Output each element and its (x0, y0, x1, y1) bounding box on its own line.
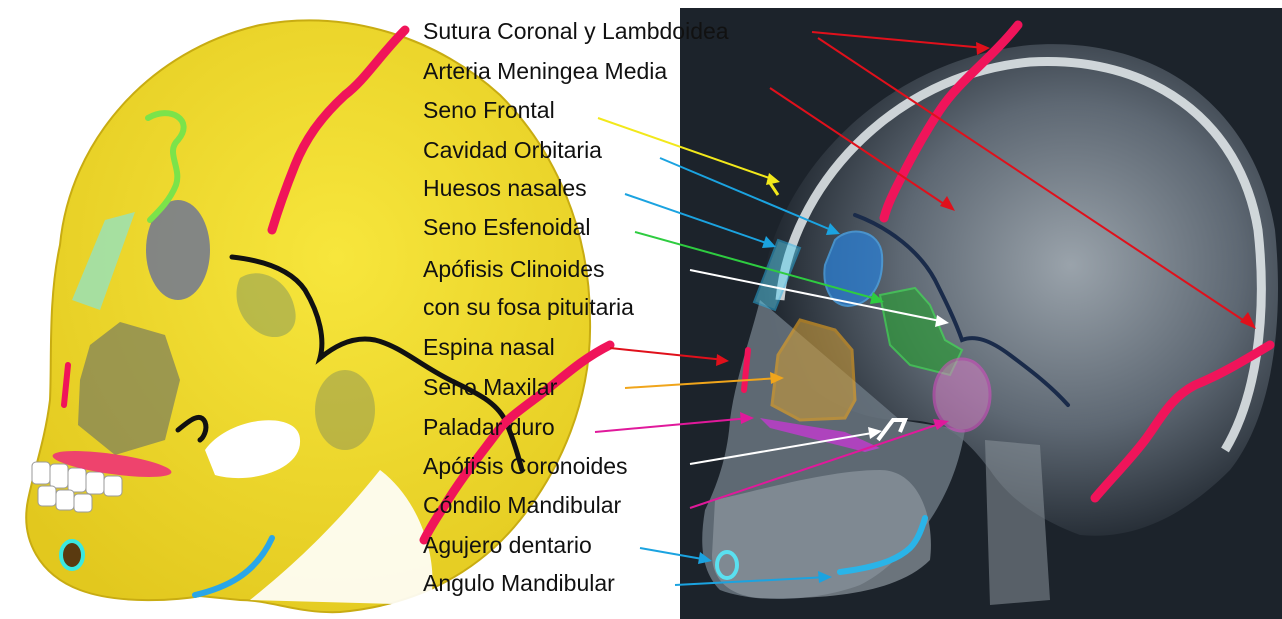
label-coronoides: Apófisis Coronoides (423, 453, 628, 480)
label-maxilar: Seno Maxilar (423, 374, 557, 401)
label-arteria: Arteria Meningea Media (423, 58, 667, 85)
label-cavidad: Cavidad Orbitaria (423, 137, 602, 164)
label-seno-frontal: Seno Frontal (423, 97, 555, 124)
label-paladar: Paladar duro (423, 414, 555, 441)
label-condilo: Cóndilo Mandibular (423, 492, 621, 519)
label-clinoides-2: con su fosa pituitaria (423, 294, 634, 321)
label-agujero: Agujero dentario (423, 532, 592, 559)
label-angulo: Angulo Mandibular (423, 570, 615, 597)
xray-spine (985, 440, 1050, 605)
mental-foramen-mark (61, 541, 83, 569)
label-espina: Espina nasal (423, 334, 555, 361)
xray-image (680, 8, 1282, 619)
label-sutura: Sutura Coronal y Lambdoidea (423, 18, 729, 45)
label-huesos: Huesos nasales (423, 175, 587, 202)
label-clinoides-1: Apófisis Clinoides (423, 256, 605, 283)
nasal-spine-xray (744, 350, 748, 390)
condyle-region (315, 370, 375, 450)
label-esfenoidal: Seno Esfenoidal (423, 214, 591, 241)
nasal-spine-mark (64, 365, 68, 405)
